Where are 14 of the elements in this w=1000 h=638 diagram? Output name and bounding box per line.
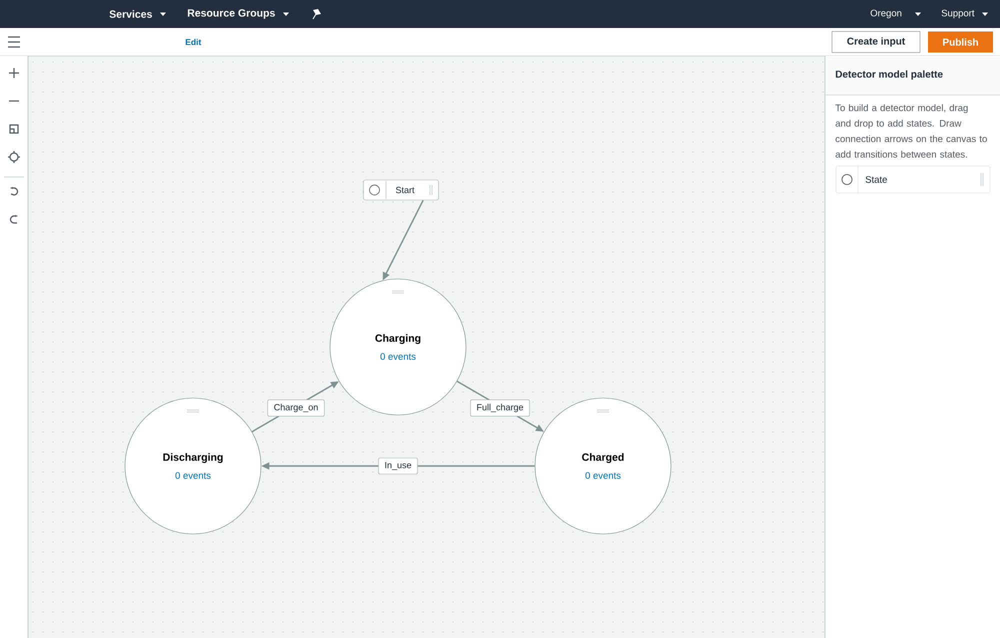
menu-dropdown: Oregon (870, 10, 921, 18)
create-input-button: Create input (832, 31, 920, 53)
publish-button: Publish (928, 32, 994, 52)
state-palette-item: State (836, 166, 990, 194)
edge-label: In_use (378, 458, 418, 474)
menu-dropdown: Resource Groups (188, 9, 289, 19)
edge-label: Full_charge (470, 400, 530, 416)
instructions-text: To build a detector model, drag and drop to add states. Draw connection arrows on the canvas to add transitions between states. (835, 104, 987, 158)
menu-dropdown: Support (942, 10, 988, 18)
menu-dropdown: Services (110, 10, 166, 18)
edge-label: Charge_on (267, 400, 325, 416)
start-box: Start (363, 180, 439, 200)
edit-link: Edit (186, 38, 202, 46)
panel-header: Detector model palette (826, 57, 1000, 96)
